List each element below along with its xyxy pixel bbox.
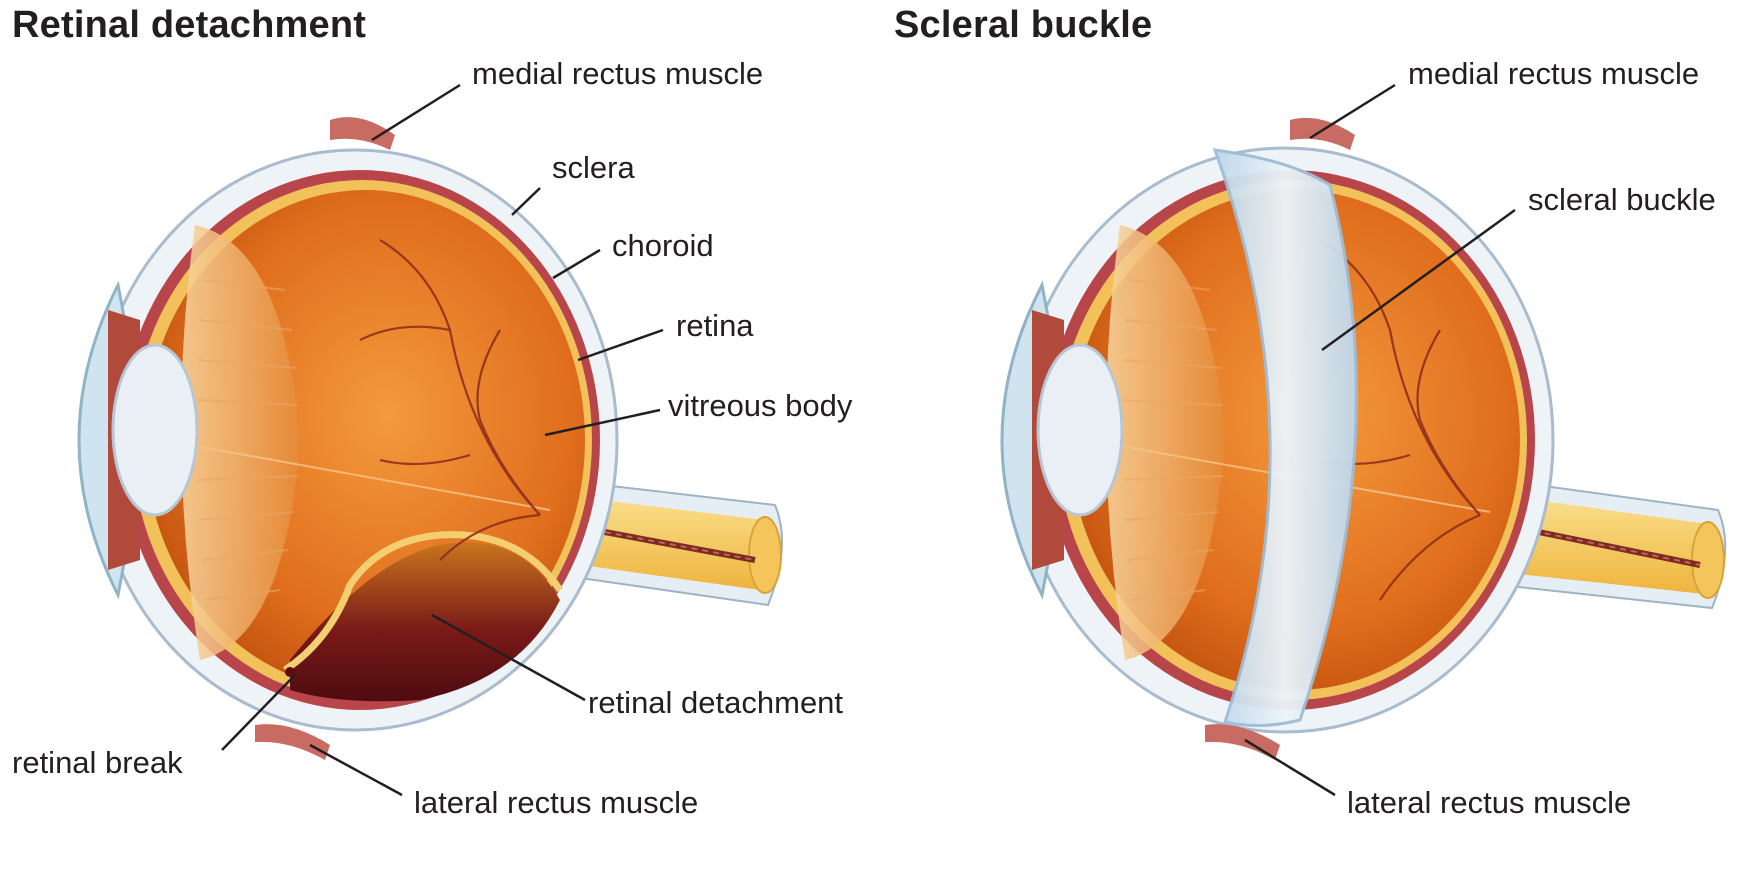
- label-scleral-buckle: scleral buckle: [1528, 182, 1716, 218]
- medial-rectus-muscle-right: [1290, 118, 1355, 150]
- label-lateral-rectus-muscle: lateral rectus muscle: [414, 785, 698, 821]
- label-lateral-rectus-muscle-right: lateral rectus muscle: [1347, 785, 1631, 821]
- label-retina: retina: [676, 308, 754, 344]
- label-retinal-break: retinal break: [12, 745, 183, 781]
- lens: [113, 345, 197, 515]
- label-sclera: sclera: [552, 150, 635, 186]
- medial-rectus-muscle: [330, 117, 395, 150]
- label-retinal-detachment: retinal detachment: [588, 685, 843, 721]
- label-medial-rectus-muscle-right: medial rectus muscle: [1408, 56, 1699, 92]
- label-medial-rectus-muscle: medial rectus muscle: [472, 56, 763, 92]
- label-vitreous-body: vitreous body: [668, 388, 852, 424]
- lateral-rectus-muscle: [255, 724, 330, 760]
- eye-retinal-detachment: [79, 117, 782, 760]
- label-choroid: choroid: [612, 228, 714, 264]
- lens-right: [1038, 345, 1122, 515]
